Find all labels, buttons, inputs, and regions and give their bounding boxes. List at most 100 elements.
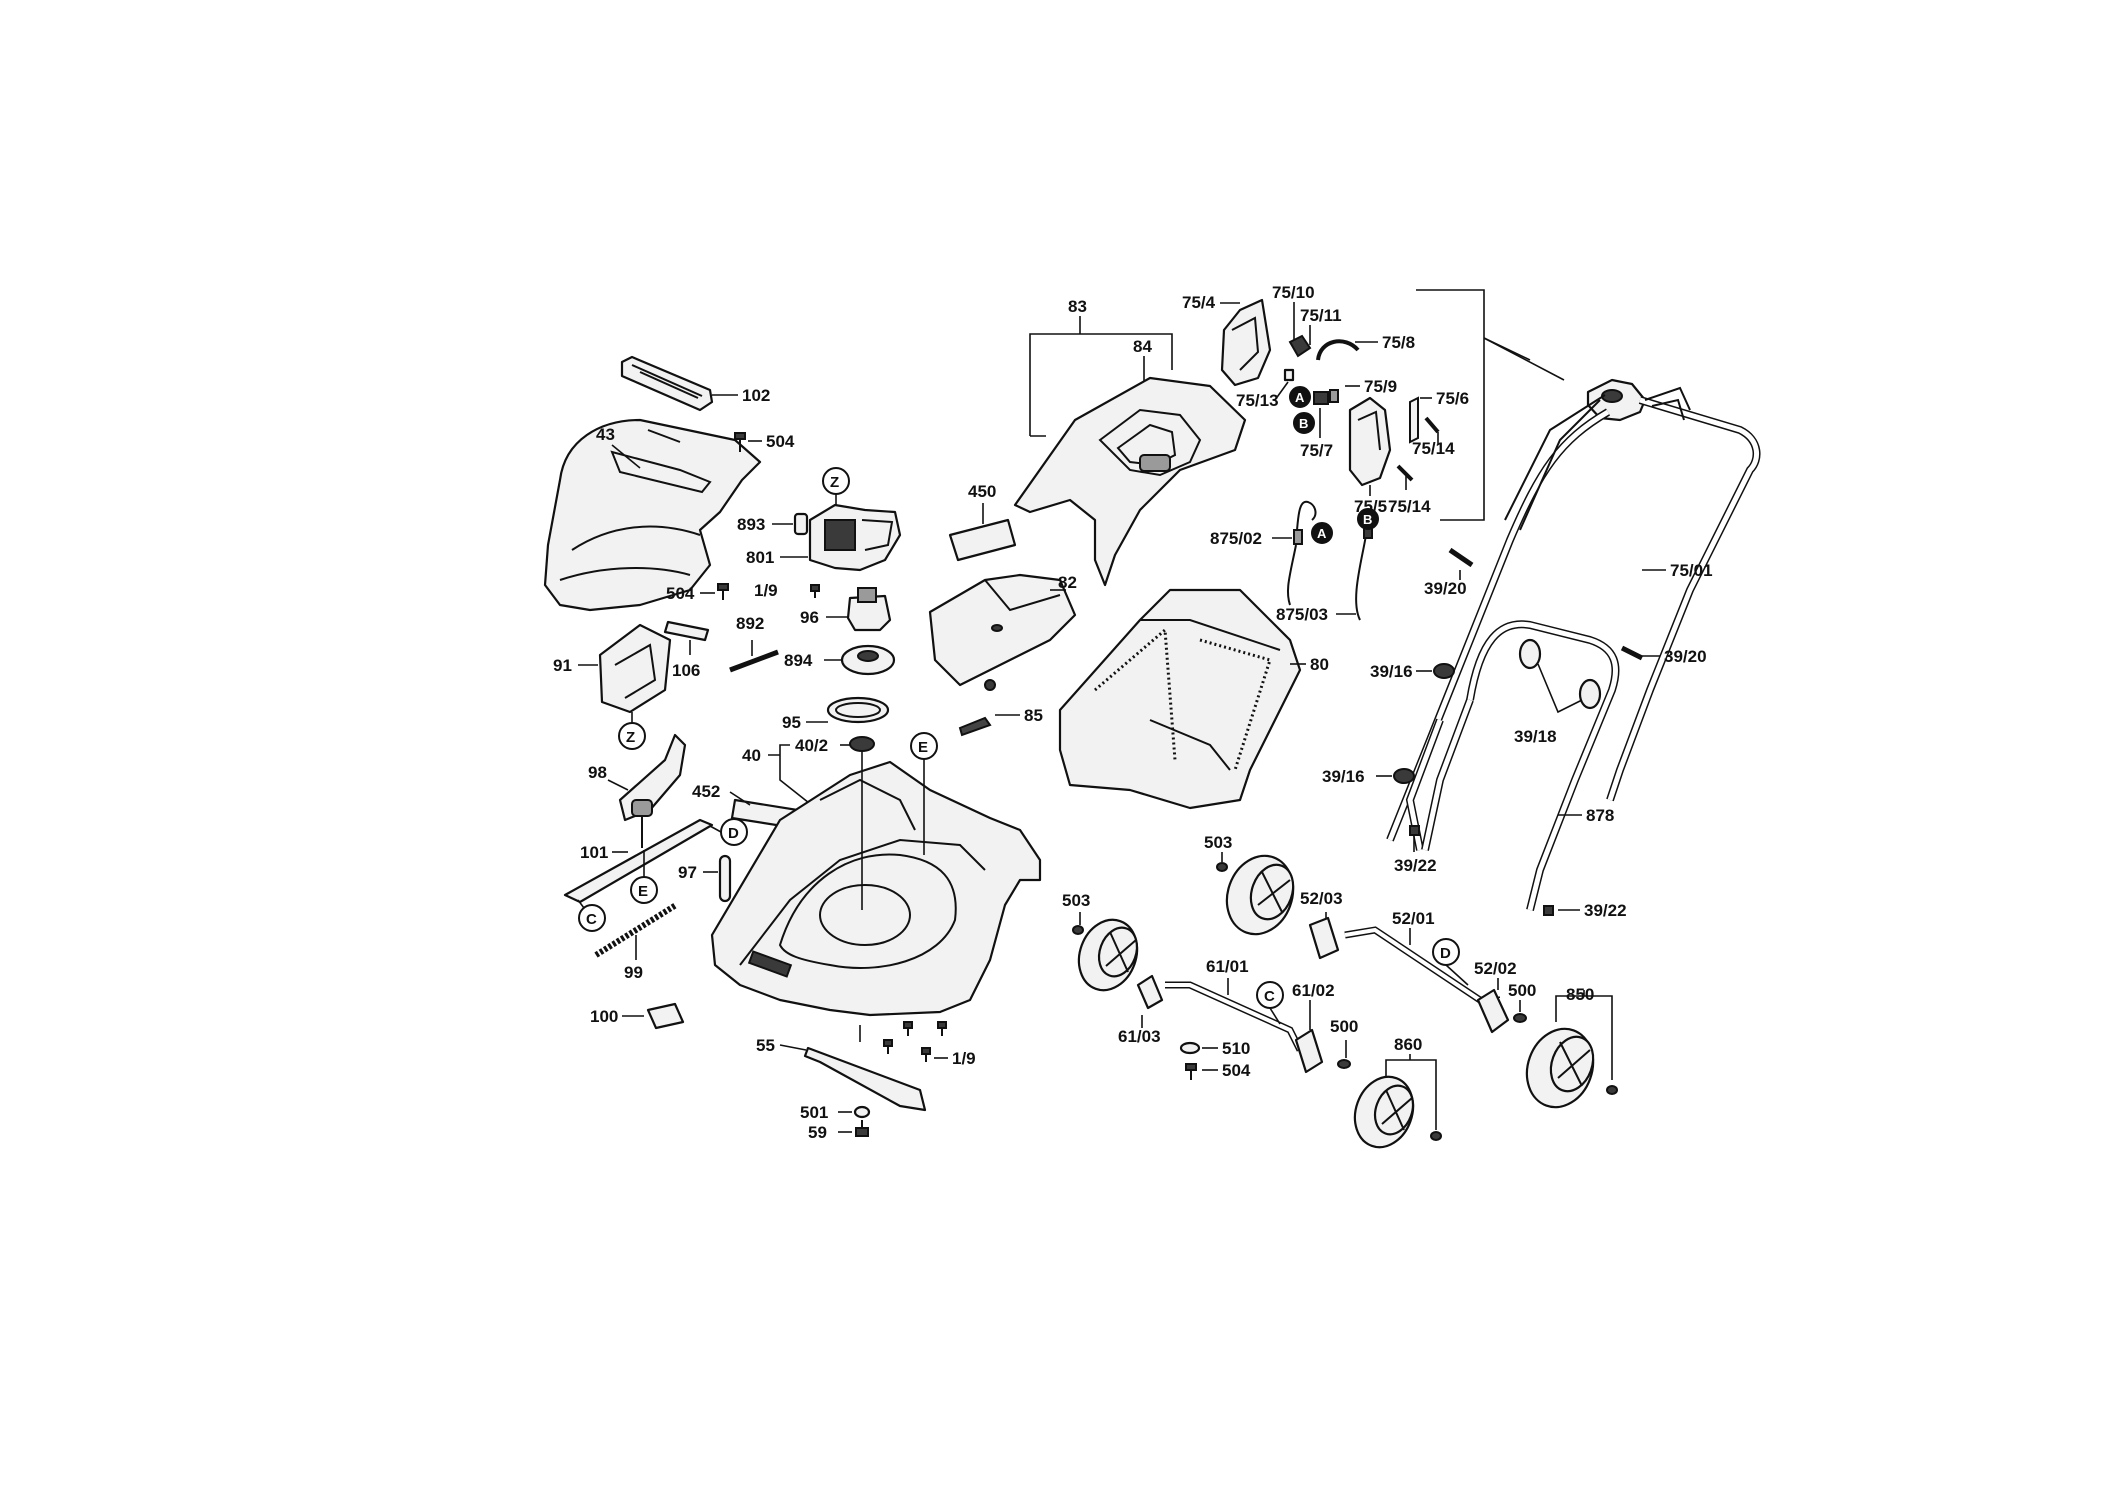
label-75-6: 75/6 xyxy=(1436,389,1469,408)
label-510: 510 xyxy=(1222,1039,1250,1058)
screw-504-side xyxy=(717,583,729,600)
label-39-22-b: 39/22 xyxy=(1584,901,1627,920)
label-84: 84 xyxy=(1133,337,1152,356)
clip-85-part xyxy=(958,716,992,737)
screw-75-14-a xyxy=(1424,416,1440,434)
bracket-52-03-part xyxy=(1308,916,1340,960)
label-101: 101 xyxy=(580,843,608,862)
spring-99-part xyxy=(594,902,678,958)
label-801: 801 xyxy=(746,548,774,567)
label-52-03: 52/03 xyxy=(1300,889,1343,908)
label-850: 850 xyxy=(1566,985,1594,1004)
ref-marker-a-cable xyxy=(1311,522,1333,544)
ref-c-right-text: C xyxy=(1264,988,1275,1005)
bracket-52-02-part xyxy=(1476,988,1510,1034)
label-39-16-b: 39/16 xyxy=(1322,767,1365,786)
screw-503-lower xyxy=(1072,925,1084,935)
bolt-39-20-a xyxy=(1448,547,1474,568)
label-503-upper: 503 xyxy=(1204,833,1232,852)
label-503-lower: 503 xyxy=(1062,891,1090,910)
cable-clip-75-8-part xyxy=(1316,339,1360,361)
label-61-03: 61/03 xyxy=(1118,1027,1161,1046)
label-39-18: 39/18 xyxy=(1514,727,1557,746)
lower-handle-878-part xyxy=(1421,620,1620,911)
bracket-61-03-part xyxy=(1136,974,1164,1010)
screw-1-9-upper xyxy=(810,584,820,598)
screw-39-22-a xyxy=(1409,825,1420,836)
label-75-14-b: 75/14 xyxy=(1388,497,1431,516)
motor-cover-part xyxy=(543,418,762,612)
label-892: 892 xyxy=(736,614,764,633)
label-75-01: 75/01 xyxy=(1670,561,1713,580)
label-39-16-a: 39/16 xyxy=(1370,662,1413,681)
label-878: 878 xyxy=(1586,806,1614,825)
label-80: 80 xyxy=(1310,655,1329,674)
seal-106-part xyxy=(663,620,710,642)
label-894: 894 xyxy=(784,651,813,670)
grass-box-80-part xyxy=(1058,588,1302,810)
ref-marker-b-top xyxy=(1293,412,1315,434)
ref-b-cable-text: B xyxy=(1363,512,1372,527)
wheel-upper-left-part xyxy=(1225,854,1295,936)
label-75-7: 75/7 xyxy=(1300,441,1333,460)
label-39-22-a: 39/22 xyxy=(1394,856,1437,875)
bolt-39-20-b xyxy=(1620,645,1644,661)
label-59: 59 xyxy=(808,1123,827,1142)
decal-100-part xyxy=(646,1002,685,1030)
switch-75-9-part xyxy=(1313,389,1339,405)
ref-marker-c-left xyxy=(578,904,606,932)
label-61-01: 61/01 xyxy=(1206,957,1249,976)
ref-a-cable-text: A xyxy=(1317,526,1327,541)
label-75-13: 75/13 xyxy=(1236,391,1279,410)
knob-39-16-b xyxy=(1393,768,1415,784)
label-52-01: 52/01 xyxy=(1392,909,1435,928)
label-75-8: 75/8 xyxy=(1382,333,1415,352)
label-500-right: 500 xyxy=(1508,981,1536,1000)
label-452: 452 xyxy=(692,782,720,801)
label-100: 100 xyxy=(590,1007,618,1026)
label-504-side: 504 xyxy=(666,584,695,603)
nut-500-right xyxy=(1513,1013,1527,1023)
label-61-02: 61/02 xyxy=(1292,981,1335,1000)
label-97: 97 xyxy=(678,863,697,882)
label-96: 96 xyxy=(800,608,819,627)
label-40-2: 40/2 xyxy=(795,736,828,755)
blade-55-part xyxy=(803,1046,927,1112)
switch-half-75-4-part xyxy=(1220,298,1272,387)
label-450: 450 xyxy=(968,482,996,501)
label-102: 102 xyxy=(742,386,770,405)
wheel-front-right-part xyxy=(1353,1075,1442,1149)
screw-504-top xyxy=(734,432,746,452)
washer-510-part xyxy=(1179,1041,1201,1055)
nut-500-lower xyxy=(1337,1059,1351,1069)
label-39-20-a: 39/20 xyxy=(1424,579,1467,598)
bolt-59-part xyxy=(855,1120,869,1137)
screw-503-upper xyxy=(1216,862,1228,872)
ref-marker-a-top xyxy=(1289,386,1311,408)
label-450-part xyxy=(948,518,1017,562)
cable-875-02-part xyxy=(1286,500,1317,606)
screw-39-22-b xyxy=(1543,905,1554,916)
knob-39-16-a xyxy=(1433,663,1455,679)
upper-handle-75-01-part xyxy=(1386,378,1761,851)
switch-part-75-10 xyxy=(1288,334,1312,358)
label-39-20-b: 39/20 xyxy=(1664,647,1707,666)
cable-875-03-part xyxy=(1355,527,1373,621)
label-75-14-a: 75/14 xyxy=(1412,439,1455,458)
ref-c-left-text: C xyxy=(586,911,597,928)
bearing-40-2-part xyxy=(849,736,875,752)
label-875-03: 875/03 xyxy=(1276,605,1328,624)
mower-deck-part xyxy=(710,760,1042,1017)
label-95: 95 xyxy=(782,713,801,732)
label-501: 501 xyxy=(800,1103,828,1122)
belt-95-part xyxy=(826,696,890,724)
switch-cover-75-5-part xyxy=(1348,396,1392,487)
ref-d-left-text: D xyxy=(728,825,739,842)
wheel-rear-right-part xyxy=(1525,1027,1618,1109)
bracket-61-02-part xyxy=(1294,1028,1324,1074)
grass-box-top-82-part xyxy=(928,573,1077,691)
lever-98-part xyxy=(618,733,687,822)
label-55: 55 xyxy=(756,1036,775,1055)
